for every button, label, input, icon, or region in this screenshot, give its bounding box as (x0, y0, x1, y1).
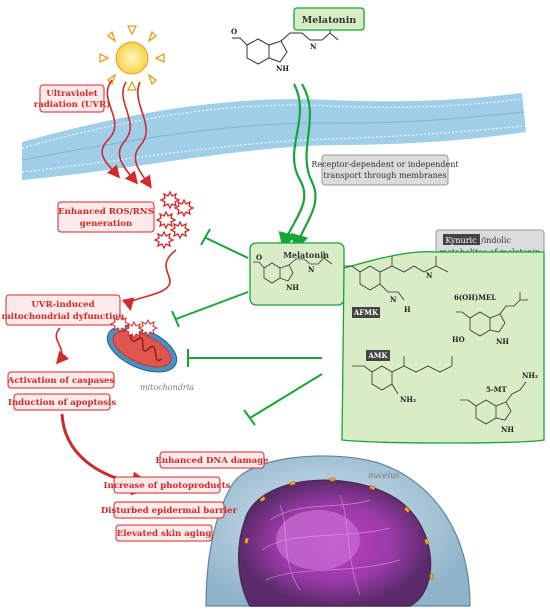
melatonin-inner-box: Melatonin O N NH (249, 242, 345, 306)
kynuric-highlight: Kynuric (445, 236, 477, 245)
apoptosis-label: Induction of apoptosis (8, 398, 117, 408)
mito-dysfunction-box: UVR-induced mitochondrial dyfunction (2, 294, 126, 326)
transport-box: Receptor-dependent or independent transp… (311, 154, 459, 186)
melatonin-structure-top (232, 24, 339, 65)
chem-ho-ohmel: HO (452, 335, 465, 344)
ohmel-label: 6(OH)MEL (454, 293, 496, 302)
effect-dna: Enhanced DNA damage (155, 456, 269, 466)
chem-n-afmk-2: N (426, 271, 433, 280)
chem-o-inner: O (256, 253, 262, 262)
cell-membrane (21, 93, 526, 180)
chem-n-top: N (310, 42, 317, 51)
effect-box-photoproducts: Increase of photoproducts (103, 476, 231, 494)
mt-label: 5-MT (486, 385, 508, 394)
afmk-label: AFMK (353, 308, 379, 317)
melatonin-inner-label: Melatonin (283, 250, 329, 260)
amk-label: AMK (367, 351, 388, 360)
caspases-box: Activation of caspases (7, 371, 115, 389)
mitochondria-icon (106, 314, 178, 373)
ros-line2: generation (80, 219, 133, 229)
effect-box-barrier: Disturbed epidermal barrier (101, 501, 238, 519)
melatonin-title-box: Melatonin (293, 7, 365, 31)
nucleus-label: nucelus (368, 471, 399, 480)
metabolites-box: AFMK N H N 6(OH)MEL HO NH AMK NH₂ 5-MT (341, 251, 545, 444)
mito-dys-line2: mitochondrial dyfunction (2, 312, 126, 322)
uvr-line1: Ultraviolet (46, 89, 98, 99)
effect-box-dna: Enhanced DNA damage (155, 451, 269, 469)
uvr-line2: radiation (UVR) (34, 99, 111, 110)
inhibition-lines (171, 228, 323, 426)
chem-nh-top: NH (276, 64, 289, 73)
ros-line1: Enhanced ROS/RNS (58, 207, 154, 217)
kynuric-rest: /indolic (481, 236, 511, 245)
chem-o-top: O (231, 27, 237, 36)
chem-nh-inner: NH (286, 283, 299, 292)
mito-to-caspase-arrow (55, 327, 70, 365)
caspases-label: Activation of caspases (7, 376, 115, 386)
chem-n-afmk: N (390, 295, 397, 304)
chem-h-afmk: H (404, 305, 411, 314)
effect-aging: Elevated skin aging (117, 529, 212, 539)
sun-icon (99, 25, 165, 91)
chem-nh-mt: NH (501, 425, 514, 434)
cell-nucleus-icon (205, 455, 471, 607)
apoptosis-box: Induction of apoptosis (8, 393, 117, 411)
effect-photoproducts: Increase of photoproducts (103, 481, 230, 491)
chem-nh2-amk: NH₂ (400, 395, 416, 404)
effect-barrier: Disturbed epidermal barrier (101, 506, 238, 516)
transport-line2: transport through membranes (323, 171, 446, 180)
chem-n-inner: N (308, 265, 315, 274)
melatonin-title: Melatonin (302, 15, 357, 26)
ros-to-mito-arrow (121, 249, 177, 312)
ros-box: Enhanced ROS/RNS generation (57, 201, 155, 233)
mitochondria-label: mitochondria (140, 383, 194, 392)
mito-dys-line1: UVR-induced (31, 300, 94, 310)
apoptosis-to-effects-arrow (60, 413, 156, 496)
transport-line1: Receptor-dependent or independent (311, 160, 459, 169)
transport-arrows (278, 83, 317, 253)
chem-nh2-mt: NH₂ (522, 371, 538, 380)
uvr-arrows (101, 79, 152, 189)
effect-box-aging: Elevated skin aging (115, 524, 213, 542)
ros-star-icons (153, 190, 195, 250)
chem-nh-ohmel: NH (496, 337, 509, 346)
uvr-box: Ultraviolet radiation (UVR) (34, 84, 111, 113)
